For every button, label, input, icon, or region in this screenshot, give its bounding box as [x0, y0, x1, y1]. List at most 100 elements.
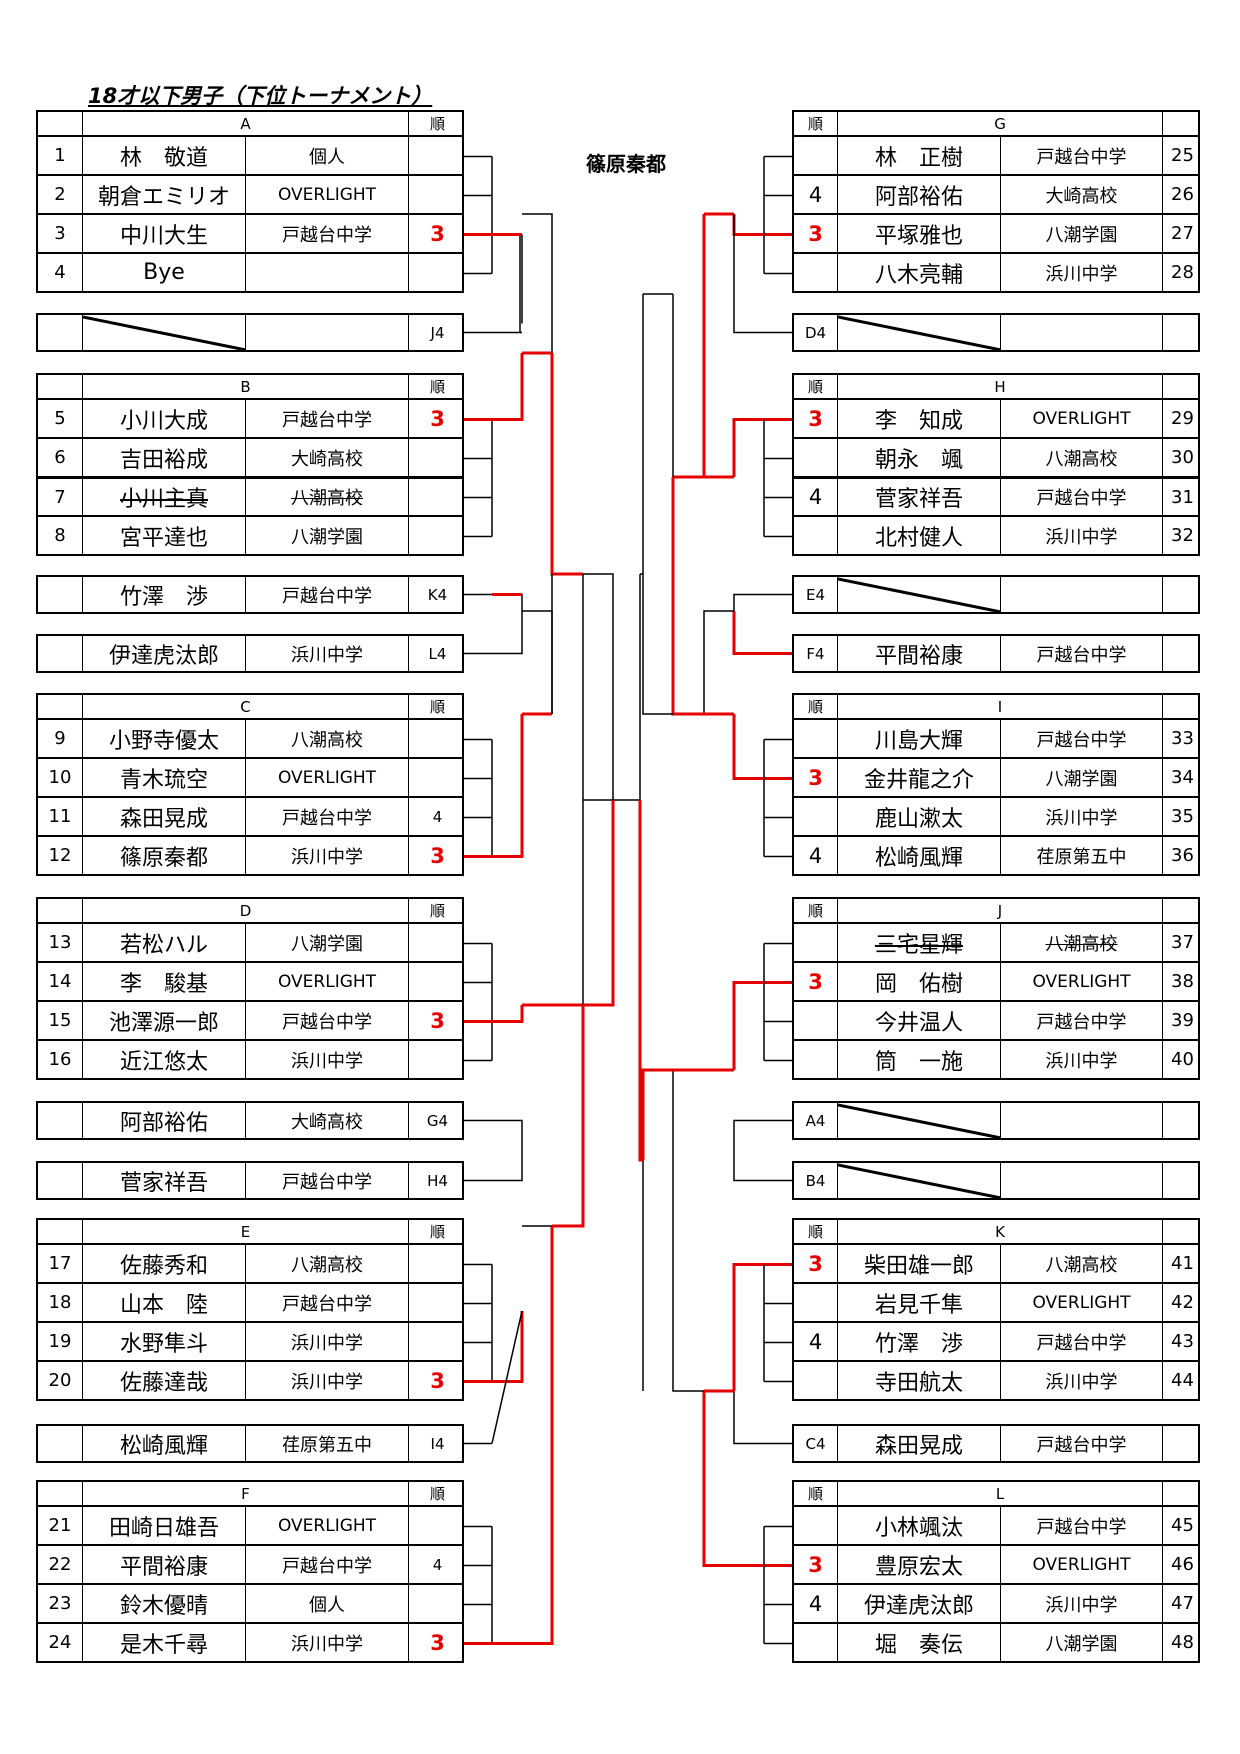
- seed-entry-row: D4: [792, 313, 1200, 352]
- winner-path-line: [492, 1311, 524, 1383]
- player-number: 3: [54, 223, 66, 244]
- player-number: 12: [48, 845, 72, 866]
- player-rank: [794, 517, 837, 554]
- player-rank: 3: [808, 1552, 823, 1577]
- player-rank: 3: [808, 406, 823, 431]
- player-team: 八潮高校: [1000, 439, 1162, 476]
- seed-reference: L4: [408, 636, 466, 671]
- bracket-line: [642, 294, 673, 715]
- player-name: 李 知成: [837, 400, 1000, 437]
- player-number: 4: [54, 262, 66, 283]
- player-number: 33: [1162, 720, 1202, 757]
- winner-path-line: [671, 477, 704, 716]
- group-label: C: [82, 695, 408, 718]
- player-number: 23: [48, 1593, 72, 1614]
- player-number: 2: [54, 184, 66, 205]
- winner-path-line: [583, 800, 615, 1007]
- player-number: 6: [54, 447, 66, 468]
- player-team: 浜川中学: [245, 1323, 408, 1360]
- seed-blank: [1162, 1163, 1202, 1198]
- player-number: 24: [48, 1632, 72, 1653]
- winner-path-line: [552, 1005, 585, 1228]
- seed-name: 伊達虎汰郎: [82, 636, 245, 671]
- player-team: 戸越台中学: [1000, 1002, 1162, 1039]
- seed-name: [837, 577, 1000, 612]
- player-rank: [408, 1041, 466, 1078]
- seed-reference: D4: [804, 323, 827, 342]
- player-name: 小川大成: [82, 400, 245, 437]
- player-rank: [408, 137, 466, 174]
- player-name: 今井温人: [837, 1002, 1000, 1039]
- player-number: 11: [48, 806, 72, 827]
- player-team: OVERLIGHT: [245, 963, 408, 1000]
- player-team: 戸越台中学: [245, 1002, 408, 1039]
- seed-team: 大崎高校: [245, 1103, 408, 1138]
- bracket-line: [583, 573, 614, 801]
- winner-path-line: [492, 1226, 554, 1645]
- player-name: 阿部裕佑: [837, 176, 1000, 213]
- player-number: 20: [48, 1370, 72, 1391]
- player-rank: [408, 1323, 466, 1360]
- rank-header: 順: [807, 1223, 823, 1241]
- group-label: D: [82, 899, 408, 922]
- player-name: 菅家祥吾: [837, 479, 1000, 515]
- rank-header: 順: [408, 112, 466, 135]
- player-team: OVERLIGHT: [245, 1507, 408, 1544]
- player-rank: [794, 924, 837, 961]
- player-team: 戸越台中学: [245, 215, 408, 252]
- player-rank: [794, 1041, 837, 1078]
- player-team: 浜川中学: [1000, 1362, 1162, 1399]
- player-number: 19: [48, 1331, 72, 1352]
- winner-path-line: [492, 1005, 524, 1023]
- rank-header: 順: [408, 1220, 466, 1243]
- player-number: 27: [1162, 215, 1202, 252]
- player-team: 浜川中学: [1000, 254, 1162, 291]
- player-name: 小野寺優太: [82, 720, 245, 757]
- player-team: 大崎高校: [1000, 176, 1162, 213]
- player-rank: [794, 1624, 837, 1661]
- winner-path-line: [732, 981, 764, 1070]
- group-header-blank: [1162, 899, 1202, 922]
- seed-reference: J4: [408, 315, 466, 350]
- bracket-line: [703, 610, 734, 714]
- player-name: 青木琉空: [82, 759, 245, 796]
- bracket-line: [492, 233, 521, 333]
- player-name: Bye: [82, 254, 245, 291]
- player-row: 4 Bye: [36, 254, 464, 293]
- player-name: 宮平達也: [82, 517, 245, 554]
- group-label: F: [82, 1482, 408, 1505]
- player-number: 45: [1162, 1507, 1202, 1544]
- player-rank: [408, 479, 466, 515]
- player-team: 個人: [245, 137, 408, 174]
- player-name: 林 敬道: [82, 137, 245, 174]
- player-team: 戸越台中学: [245, 798, 408, 835]
- empty-slot-slash: [838, 1103, 1000, 1138]
- player-rank: [794, 1284, 837, 1321]
- player-rank: [408, 1245, 466, 1282]
- player-number: 14: [48, 971, 72, 992]
- bracket-line: [492, 593, 523, 655]
- rank-header: 順: [807, 1485, 823, 1503]
- group-header-blank: [1162, 112, 1202, 135]
